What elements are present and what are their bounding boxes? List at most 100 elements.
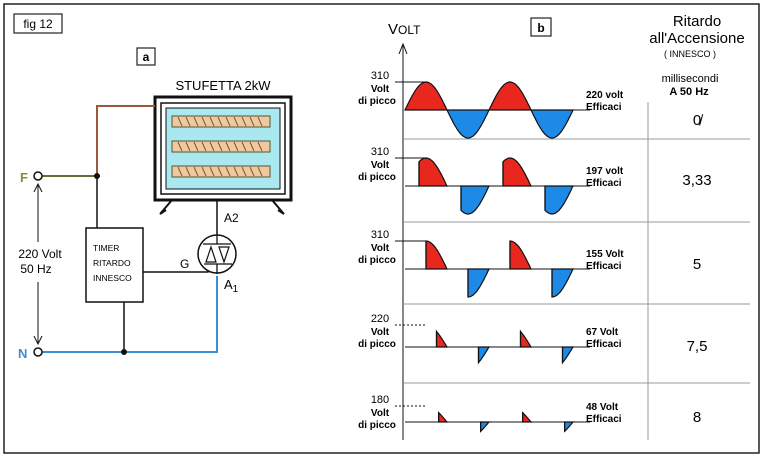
heater-foot-right <box>271 199 285 215</box>
negative-half-cycle <box>460 185 490 215</box>
delay-value: 8 <box>693 409 701 426</box>
peak-caption: di picco <box>358 420 396 431</box>
fig-label-box <box>13 13 63 34</box>
triac-a1-label: A1 <box>224 277 239 295</box>
peak-caption: di picco <box>358 96 396 107</box>
positive-half-cycle <box>435 329 449 348</box>
row-dividers <box>403 138 750 384</box>
heating-elements <box>171 115 271 178</box>
rms-caption: Efficaci <box>586 178 622 189</box>
heating-element <box>171 165 271 178</box>
triac-diode-down <box>218 246 230 264</box>
delay-value: 0̸ <box>693 112 704 129</box>
rms-caption: Efficaci <box>586 339 622 350</box>
negative-half-cycle <box>561 346 575 365</box>
gate-label: G <box>180 257 189 271</box>
rms-value: 67 Volt <box>586 327 619 338</box>
voltage-arrow-heads <box>33 182 43 346</box>
volt-axis-arrow <box>398 42 408 55</box>
delay-header-line3: ( INNESCO ) <box>664 49 716 59</box>
positive-half-cycle <box>438 411 449 423</box>
terminal-n <box>33 347 43 357</box>
circuit-diagram: STUFETTA 2kW F N <box>18 78 293 361</box>
peak-value: 180 <box>371 394 389 406</box>
rms-caption: Efficaci <box>586 414 622 425</box>
negative-half-cycle <box>477 346 491 365</box>
neutral-wire <box>42 276 218 353</box>
peak-value: 310 <box>371 146 389 158</box>
terminal-n-label: N <box>18 346 27 361</box>
positive-half-cycle <box>502 157 532 187</box>
timer-box <box>85 227 144 303</box>
positive-half-cycle <box>519 329 533 348</box>
panel-a-label: a <box>143 50 150 64</box>
peak-unit: Volt <box>371 408 390 419</box>
volt-axis-title: VOLT <box>388 21 421 38</box>
triac-plates <box>203 235 231 274</box>
delay-values: 0̸ 3,33 5 7,5 8 <box>682 112 711 426</box>
phase-wire <box>96 105 155 176</box>
positive-half-cycle <box>418 157 448 187</box>
negative-half-cycle <box>467 268 490 298</box>
delay-unit-line1: millisecondi <box>662 73 719 85</box>
negative-half-cycle <box>480 421 491 433</box>
delay-value: 7,5 <box>687 338 708 355</box>
peak-value: 220 <box>371 313 389 325</box>
heating-element <box>171 115 271 128</box>
peak-unit: Volt <box>371 327 390 338</box>
positive-half-cycle <box>509 240 532 270</box>
panel-b-label: b <box>537 21 544 35</box>
voltage-label-line1: 220 Volt <box>18 247 62 261</box>
heater-foot-left <box>159 199 173 215</box>
delay-header-line2: all'Accensione <box>649 30 744 47</box>
peak-unit: Volt <box>371 84 390 95</box>
timer-line2: RITARDO <box>93 258 131 268</box>
timer-line3: INNESCO <box>93 273 132 283</box>
peak-caption: di picco <box>358 339 396 350</box>
negative-half-cycle <box>564 421 575 433</box>
triac-a2-label: A2 <box>224 211 239 225</box>
positive-half-cycle <box>404 81 448 111</box>
rms-caption: Efficaci <box>586 102 622 113</box>
delay-unit-line2: A 50 Hz <box>669 86 709 98</box>
peak-unit: Volt <box>371 160 390 171</box>
peak-value: 310 <box>371 70 389 82</box>
delay-value: 5 <box>693 256 701 273</box>
negative-half-cycle <box>544 185 574 215</box>
rms-caption: Efficaci <box>586 261 622 272</box>
negative-half-cycle <box>530 109 574 139</box>
heater-title: STUFETTA 2kW <box>175 78 271 93</box>
negative-half-cycle <box>551 268 574 298</box>
panel-b-label-box <box>530 17 552 37</box>
peak-unit: Volt <box>371 243 390 254</box>
rms-value: 197 volt <box>586 166 624 177</box>
delay-header-line1: Ritardo <box>673 13 721 30</box>
fig-label: fig 12 <box>23 17 53 31</box>
rms-value: 48 Volt <box>586 402 619 413</box>
positive-half-cycle <box>425 240 448 270</box>
negative-half-cycle <box>446 109 490 139</box>
delay-value: 3,33 <box>682 172 711 189</box>
heating-element <box>171 140 271 153</box>
peak-caption: di picco <box>358 255 396 266</box>
rms-value: 155 Volt <box>586 249 624 260</box>
peak-value: 310 <box>371 229 389 241</box>
rms-value: 220 volt <box>586 90 624 101</box>
delay-table: Ritardo all'Accensione ( INNESCO ) milli… <box>649 13 744 426</box>
voltage-label-line2: 50 Hz <box>20 262 51 276</box>
terminal-f <box>33 171 43 181</box>
positive-half-cycle <box>522 411 533 423</box>
panel-a-label-box <box>136 47 156 66</box>
triac-diode-up <box>205 245 217 263</box>
peak-caption: di picco <box>358 172 396 183</box>
positive-half-cycle <box>488 81 532 111</box>
